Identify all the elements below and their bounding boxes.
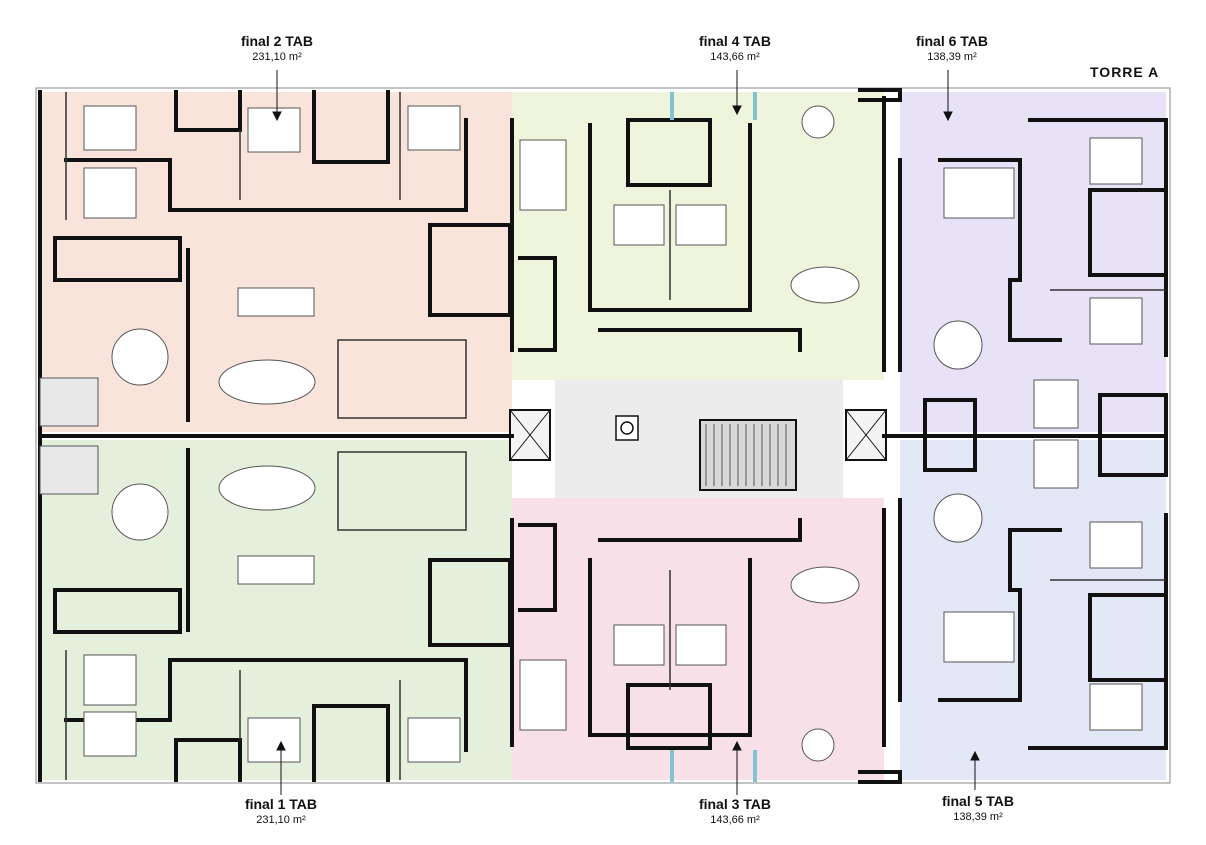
- round-table-final-1: [111, 483, 169, 541]
- bed-final-3-c: [519, 659, 567, 731]
- unit-area: 138,39 m²: [953, 811, 1003, 823]
- site-outline: [35, 87, 1171, 784]
- unit-name: final 1 TAB: [244, 796, 318, 812]
- unit-label-final-5: final 5 TAB 138,39 m²: [918, 793, 1038, 824]
- round-table-final-6: [933, 320, 983, 370]
- unit-name: final 4 TAB: [698, 33, 772, 49]
- bed-final-2-d: [407, 105, 461, 151]
- unit-area: 143,66 m²: [710, 814, 760, 826]
- bed-final-6-b: [1089, 297, 1143, 345]
- dining-table-final-4: [790, 266, 860, 304]
- dining-table-final-1: [218, 465, 316, 511]
- bed-final-5-b: [1089, 683, 1143, 731]
- dining-table-final-2: [218, 359, 316, 405]
- round-table-final-4: [801, 105, 835, 139]
- interior-partitions: [65, 92, 1166, 780]
- kitchen-island-final-2: [237, 287, 315, 317]
- unit-area: 138,39 m²: [927, 51, 977, 63]
- jacuzzi-final-1: [39, 445, 99, 495]
- furniture: [39, 105, 1143, 763]
- bed-final-4-c: [519, 139, 567, 211]
- bed-final-3-b: [675, 624, 727, 666]
- dining-table-final-3: [790, 566, 860, 604]
- bed-final-4-a: [613, 204, 665, 246]
- round-table-final-3: [801, 728, 835, 762]
- bed-final-5-a: [1089, 521, 1143, 569]
- bed-final-1-b: [83, 711, 137, 757]
- unit-name: final 2 TAB: [240, 33, 314, 49]
- walls: [38, 88, 1168, 784]
- round-table-final-2: [111, 328, 169, 386]
- kitchen-island-final-1: [237, 555, 315, 585]
- accessible-symbol-icon: [615, 415, 639, 441]
- bed-final-1-a: [83, 654, 137, 706]
- bed-final-6-d: [943, 167, 1015, 219]
- unit-name: final 5 TAB: [941, 793, 1015, 809]
- unit-name: final 3 TAB: [698, 796, 772, 812]
- bed-final-5-d: [943, 611, 1015, 663]
- bed-final-2-c: [247, 107, 301, 153]
- unit-label-final-3: final 3 TAB 143,66 m²: [675, 796, 795, 827]
- jacuzzi-final-2: [39, 377, 99, 427]
- unit-label-final-1: final 1 TAB 231,10 m²: [221, 796, 341, 827]
- bed-final-5-c: [1033, 439, 1079, 489]
- unit-area: 231,10 m²: [252, 51, 302, 63]
- stair: [699, 419, 797, 491]
- unit-label-final-6: final 6 TAB 138,39 m²: [892, 33, 1012, 64]
- round-table-final-5: [933, 493, 983, 543]
- unit-label-final-4: final 4 TAB 143,66 m²: [675, 33, 795, 64]
- bed-final-3-a: [613, 624, 665, 666]
- tower-label: TORRE A: [1090, 64, 1160, 80]
- bed-final-6-c: [1033, 379, 1079, 429]
- unit-area: 231,10 m²: [256, 814, 306, 826]
- bed-final-2-b: [83, 167, 137, 219]
- bed-final-2-a: [83, 105, 137, 151]
- bed-final-1-d: [407, 717, 461, 763]
- elevator-left: [509, 409, 551, 461]
- bed-final-4-b: [675, 204, 727, 246]
- unit-name: final 6 TAB: [915, 33, 989, 49]
- bed-final-6-a: [1089, 137, 1143, 185]
- unit-label-final-2: final 2 TAB 231,10 m²: [217, 33, 337, 64]
- glazing: [670, 92, 757, 782]
- elevator-right: [845, 409, 887, 461]
- stair-steps: [705, 424, 787, 486]
- leader-lines: [272, 70, 980, 795]
- bed-final-1-c: [247, 717, 301, 763]
- unit-area: 143,66 m²: [710, 51, 760, 63]
